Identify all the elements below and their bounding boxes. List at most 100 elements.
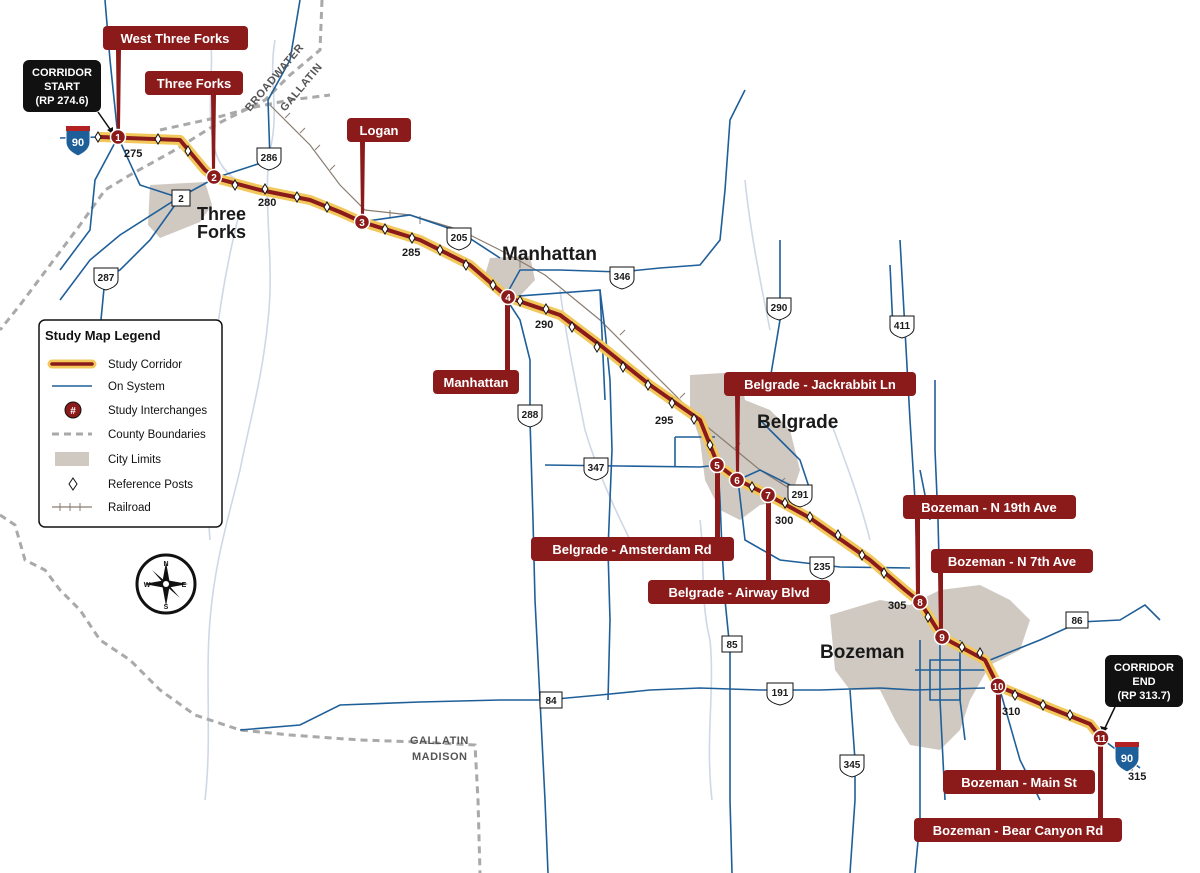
callout-bozeman-19th: Bozeman - N 19th Ave — [903, 495, 1076, 596]
compass-n: N — [163, 561, 168, 568]
svg-text:346: 346 — [614, 272, 631, 283]
svg-text:3: 3 — [359, 218, 365, 229]
county-label-madison: MADISON — [412, 751, 467, 763]
route-shield-191: 191 — [766, 682, 794, 706]
svg-text:Belgrade - Amsterdam Rd: Belgrade - Amsterdam Rd — [552, 542, 711, 557]
svg-text:West Three Forks: West Three Forks — [121, 31, 230, 46]
route-shield-291: 291 — [787, 484, 813, 508]
svg-text:Bozeman - Main St: Bozeman - Main St — [961, 775, 1077, 790]
corridor-end-callout: CORRIDOR END (RP 313.7) — [1100, 655, 1183, 733]
compass-w: W — [144, 582, 151, 589]
rp-295: 295 — [655, 415, 673, 427]
svg-text:Bozeman - Bear Canyon Rd: Bozeman - Bear Canyon Rd — [933, 823, 1104, 838]
svg-text:10: 10 — [992, 682, 1004, 693]
interchange-markers: 1 2 3 4 5 6 7 8 9 10 11 — [109, 128, 1110, 747]
county-label-gallatin-south: GALLATIN — [410, 735, 469, 747]
legend: Study Map Legend Study Corridor On Syste… — [38, 319, 223, 528]
svg-text:Study Interchanges: Study Interchanges — [108, 405, 207, 417]
svg-text:287: 287 — [98, 273, 115, 284]
callout-three-forks: Three Forks — [145, 71, 243, 172]
city-label-bozeman: Bozeman — [820, 642, 904, 663]
svg-text:290: 290 — [771, 303, 788, 314]
svg-text:CORRIDOR: CORRIDOR — [32, 67, 92, 79]
route-shield-290: 290 — [766, 297, 792, 321]
callout-bozeman-7th: Bozeman - N 7th Ave — [931, 549, 1093, 631]
compass-e: E — [182, 582, 187, 589]
svg-text:END: END — [1132, 676, 1155, 688]
interstate-label-west: 90 — [72, 137, 84, 149]
on-system-roads — [59, 0, 1161, 873]
svg-text:Bozeman - N 7th Ave: Bozeman - N 7th Ave — [948, 554, 1076, 569]
svg-text:5: 5 — [714, 461, 720, 472]
svg-text:291: 291 — [792, 490, 809, 501]
route-shield-345: 345 — [839, 754, 865, 778]
svg-text:Railroad: Railroad — [108, 502, 151, 514]
route-shield-205: 205 — [446, 227, 472, 251]
svg-text:Study Corridor: Study Corridor — [108, 359, 182, 371]
svg-text:345: 345 — [844, 760, 861, 771]
interstate-label-east: 90 — [1121, 753, 1133, 765]
svg-text:7: 7 — [765, 491, 771, 502]
interchange-marker-3: 3 — [353, 213, 371, 231]
svg-text:(RP 274.6): (RP 274.6) — [36, 95, 89, 107]
interstate-shield-east: 90 — [1114, 741, 1140, 773]
interchange-marker-9: 9 — [933, 628, 951, 646]
corridor-start-callout: CORRIDOR START (RP 274.6) — [23, 60, 113, 134]
rp-290: 290 — [535, 319, 553, 331]
svg-text:CORRIDOR: CORRIDOR — [1114, 662, 1174, 674]
legend-item-county-boundaries: County Boundaries — [52, 429, 206, 441]
city-label-forks: Forks — [197, 222, 246, 242]
route-shield-286: 286 — [256, 147, 282, 171]
route-shield-86: 86 — [1065, 611, 1089, 629]
legend-item-reference-posts: Reference Posts — [68, 477, 193, 491]
legend-item-railroad: Railroad — [52, 502, 151, 514]
callout-bozeman-main: Bozeman - Main St — [943, 692, 1095, 794]
interchange-callouts: West Three Forks Three Forks Logan Manha… — [103, 26, 1122, 842]
rp-305: 305 — [888, 600, 906, 612]
interchange-marker-2: 2 — [205, 168, 223, 186]
city-label-three: Three — [197, 204, 246, 224]
route-shield-346: 346 — [609, 266, 635, 290]
svg-text:Belgrade - Airway Blvd: Belgrade - Airway Blvd — [668, 585, 809, 600]
route-shield-235: 235 — [809, 556, 835, 580]
interchange-marker-11: 11 — [1092, 729, 1110, 747]
rp-310: 310 — [1002, 706, 1020, 718]
svg-text:4: 4 — [505, 293, 511, 304]
legend-item-on-system: On System — [52, 381, 165, 393]
svg-text:Belgrade - Jackrabbit Ln: Belgrade - Jackrabbit Ln — [744, 377, 896, 392]
svg-text:86: 86 — [1071, 616, 1083, 627]
city-labels: Three Forks Manhattan Belgrade Bozeman — [197, 204, 904, 663]
svg-text:235: 235 — [814, 562, 831, 573]
route-shield-84: 84 — [539, 691, 563, 709]
svg-text:11: 11 — [1096, 734, 1107, 745]
svg-text:Three Forks: Three Forks — [157, 76, 231, 91]
city-label-manhattan: Manhattan — [502, 244, 597, 265]
city-label-belgrade: Belgrade — [757, 412, 838, 433]
rp-300: 300 — [775, 515, 793, 527]
legend-item-study-interchanges: # Study Interchanges — [64, 401, 207, 419]
interchange-marker-8: 8 — [911, 593, 929, 611]
svg-text:205: 205 — [451, 233, 468, 244]
svg-text:Bozeman - N 19th Ave: Bozeman - N 19th Ave — [921, 500, 1057, 515]
legend-item-study-corridor: Study Corridor — [47, 359, 182, 371]
callout-belgrade-jackrabbit: Belgrade - Jackrabbit Ln — [724, 372, 916, 474]
route-shield-2: 2 — [171, 189, 191, 207]
svg-text:City Limits: City Limits — [108, 454, 161, 466]
county-label-broadwater: BROADWATER — [243, 42, 306, 114]
svg-text:2: 2 — [211, 173, 217, 184]
svg-text:6: 6 — [734, 476, 740, 487]
svg-text:347: 347 — [588, 463, 605, 474]
svg-text:#: # — [70, 406, 76, 417]
svg-text:Manhattan: Manhattan — [444, 375, 509, 390]
route-shield-287: 287 — [93, 267, 119, 291]
svg-text:191: 191 — [772, 688, 789, 699]
route-shield-288: 288 — [517, 404, 543, 428]
svg-text:8: 8 — [917, 598, 923, 609]
route-shield-347: 347 — [583, 457, 609, 481]
svg-text:County Boundaries: County Boundaries — [108, 429, 206, 441]
svg-text:286: 286 — [261, 153, 278, 164]
svg-text:288: 288 — [522, 410, 539, 421]
compass-s: S — [164, 604, 169, 611]
rp-275: 275 — [124, 148, 142, 160]
